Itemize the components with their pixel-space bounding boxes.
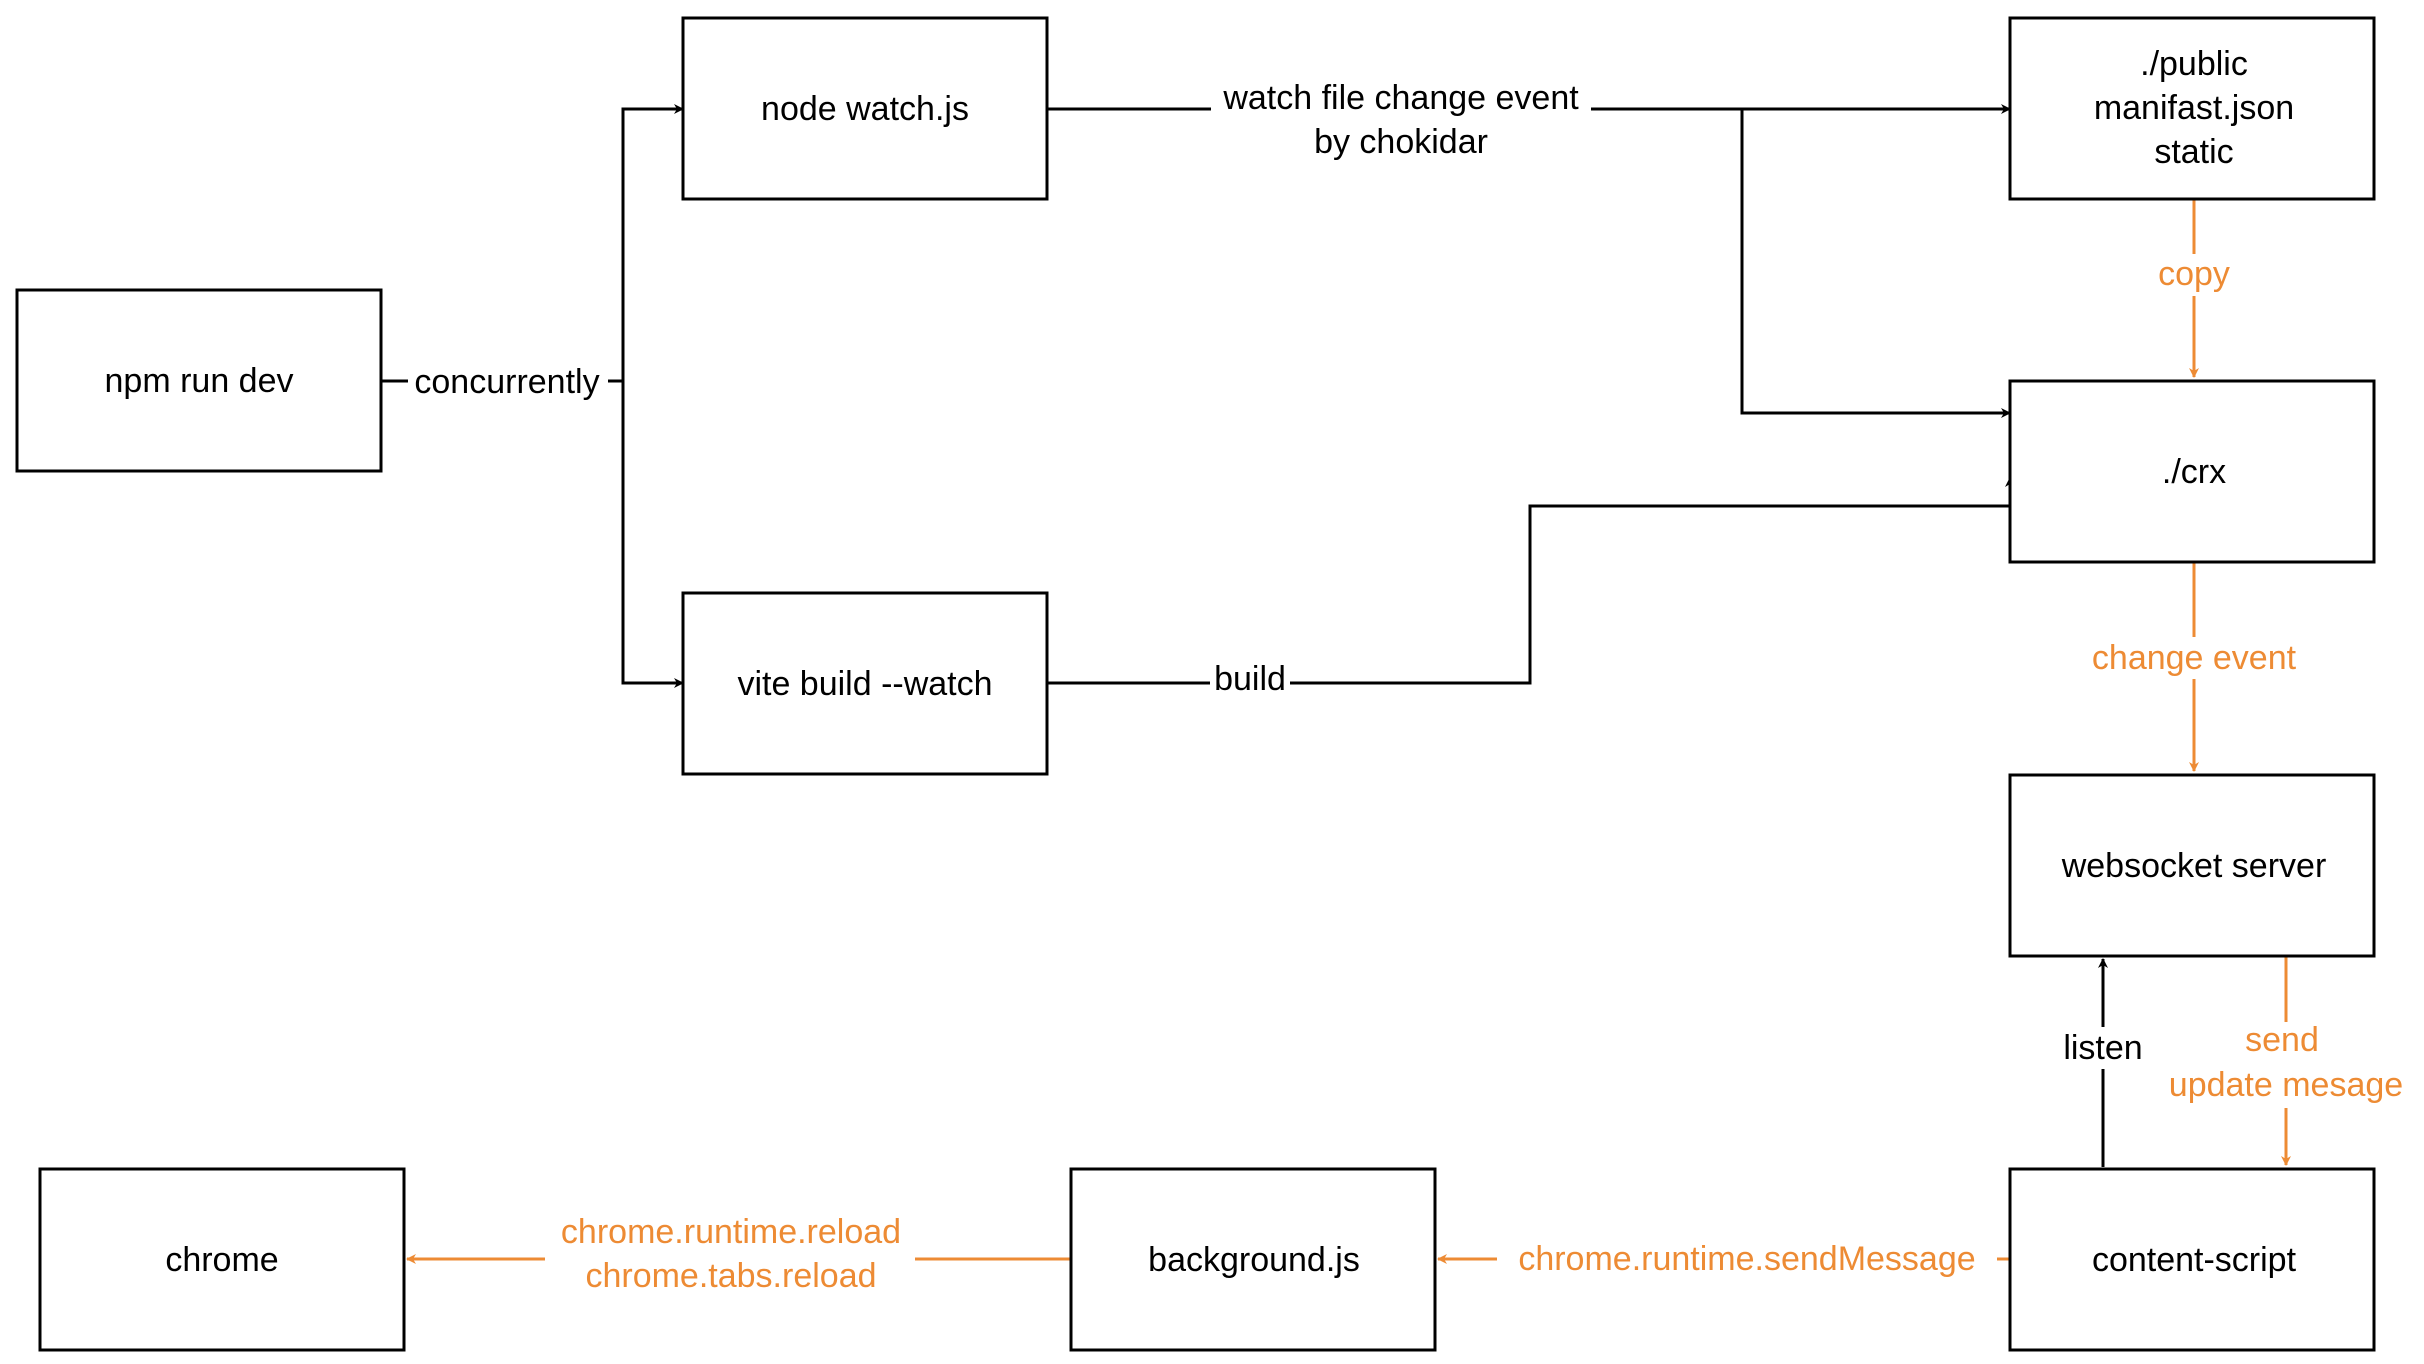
label-build-text: build: [1214, 660, 1286, 698]
node-vite-build-label: vite build --watch: [737, 665, 992, 703]
label-reload-line1: chrome.runtime.reload: [561, 1213, 901, 1251]
edge-node-watch-to-crx: [1740, 109, 2011, 418]
node-npm-run-dev: npm run dev: [15, 288, 383, 473]
node-vite-build: vite build --watch: [681, 591, 1049, 776]
label-change-event-text: change event: [2092, 639, 2297, 677]
node-public-label-line2: manifast.json: [2094, 89, 2294, 127]
node-content-script-label: content-script: [2092, 1241, 2297, 1279]
label-copy-text: copy: [2158, 255, 2230, 293]
node-chrome-label: chrome: [165, 1241, 278, 1279]
node-npm-run-dev-label: npm run dev: [105, 362, 294, 400]
node-websocket-server-label: websocket server: [2061, 847, 2327, 885]
node-background-label: background.js: [1148, 1241, 1360, 1279]
label-reload: chrome.runtime.reload chrome.tabs.reload: [545, 1210, 915, 1296]
node-node-watch-label: node watch.js: [761, 90, 969, 128]
node-public: ./public manifast.json static: [2008, 16, 2376, 201]
edge-npm-to-node-watch: [381, 104, 684, 383]
node-content-script: content-script: [2008, 1167, 2376, 1352]
label-concurrently: concurrently: [408, 362, 608, 404]
label-concurrently-text: concurrently: [414, 363, 599, 401]
node-crx-label: ./crx: [2162, 453, 2226, 491]
label-send-message: chrome.runtime.sendMessage: [1497, 1238, 1997, 1280]
node-chrome: chrome: [38, 1167, 406, 1352]
label-reload-line2: chrome.tabs.reload: [585, 1257, 876, 1295]
label-copy: copy: [2150, 254, 2240, 296]
node-background: background.js: [1069, 1167, 1437, 1352]
node-public-label-line1: ./public: [2140, 45, 2248, 83]
label-watch-file-change: watch file change event by chokidar: [1211, 79, 1591, 164]
node-websocket-server: websocket server: [2008, 773, 2376, 958]
label-send-message-text: chrome.runtime.sendMessage: [1518, 1240, 1975, 1278]
node-public-label-line3: static: [2154, 133, 2233, 171]
label-send-update-line2: update mesage: [2169, 1066, 2403, 1104]
label-send-update-line1: send: [2245, 1021, 2319, 1059]
label-watch-file-change-line1: watch file change event: [1222, 79, 1579, 117]
label-build: build: [1210, 660, 1290, 704]
label-listen: listen: [2058, 1027, 2148, 1069]
node-node-watch: node watch.js: [681, 16, 1049, 201]
label-change-event: change event: [2084, 637, 2304, 679]
edge-vite-build-to-crx: [1047, 477, 2015, 685]
label-watch-file-change-line2: by chokidar: [1314, 123, 1488, 161]
label-send-update: send update mesage: [2160, 1021, 2414, 1108]
node-crx: ./crx: [2008, 379, 2376, 564]
edge-npm-to-vite-build: [621, 381, 684, 688]
label-listen-text: listen: [2063, 1029, 2142, 1067]
